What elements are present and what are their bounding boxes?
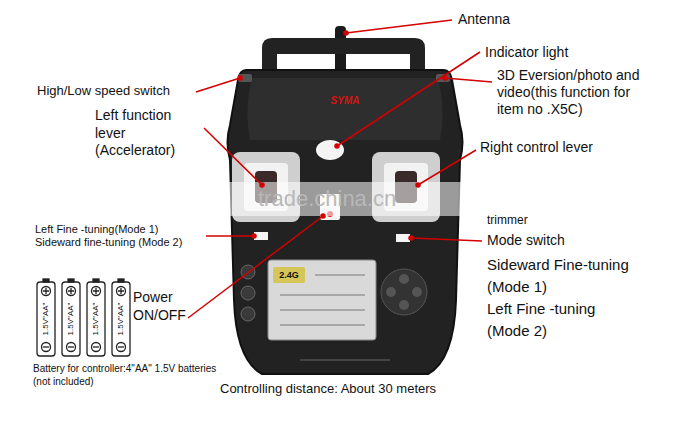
part-label: High/Low speed switch: [37, 83, 170, 99]
part-label: Antenna: [458, 11, 510, 28]
part-label: Indicator light: [485, 44, 568, 61]
battery-tip: [43, 279, 49, 282]
leader-line: [196, 78, 240, 92]
part-label: Right control lever: [480, 139, 593, 156]
battery-text: 1.5V"AA": [41, 303, 51, 336]
leader-line: [411, 238, 482, 241]
leader-dot: [409, 236, 413, 240]
lcd-screen: [268, 260, 376, 340]
battery-tip: [118, 279, 124, 282]
part-label: Power ON/OFF: [133, 288, 191, 324]
battery-tip: [93, 279, 99, 282]
battery: [62, 282, 80, 356]
battery-text: 1.5V"AA": [91, 303, 101, 336]
housing: [228, 70, 463, 374]
leader-line: [346, 20, 452, 33]
indicator-light: [316, 140, 344, 160]
part-label: Sideward fine-tuning (Mode 2): [35, 236, 182, 249]
leader-dot: [252, 234, 256, 238]
watermark: trade.china.cn: [258, 186, 396, 212]
leader-dot: [335, 144, 339, 148]
part-label: 3D Eversion/photo and video(this functio…: [497, 67, 647, 118]
battery: [112, 282, 130, 356]
leader-line: [188, 216, 323, 318]
pad-button: [386, 287, 396, 297]
side-button: [241, 307, 255, 321]
lcd-marks: [280, 275, 365, 325]
batteries: [37, 279, 130, 356]
leader-dot: [416, 183, 420, 187]
leader-line: [206, 235, 254, 237]
part-label: trimmer: [487, 213, 528, 227]
leader-dot: [321, 214, 325, 218]
right-trim: [396, 234, 410, 242]
watermark-band: [0, 182, 700, 216]
pad-button: [399, 300, 409, 310]
leader-dot: [238, 76, 242, 80]
part-label: Mode switch: [487, 232, 565, 249]
leader-line: [445, 78, 492, 82]
part-label: Left function lever (Accelerator): [95, 107, 199, 160]
leader-lines: [188, 20, 492, 318]
part-label: Left Fine -tuning (Mode 2): [487, 298, 637, 342]
part-label: Left Fine -tuning(Mode 1): [35, 223, 159, 236]
top-panel: [247, 78, 442, 140]
brand-logo: SYMA: [331, 95, 360, 107]
battery-text: 1.5V"AA": [116, 303, 126, 336]
pad-button: [399, 274, 409, 284]
band-badge: [273, 267, 305, 283]
leader-line: [204, 128, 262, 185]
part-label: Sideward Fine-tuning (Mode 1): [487, 254, 649, 298]
leader-dot: [344, 31, 348, 35]
band-mark: 2.4G: [279, 270, 299, 281]
battery-tip: [68, 279, 74, 282]
plus-symbols: [42, 287, 126, 296]
pad-button: [412, 287, 422, 297]
leader-dot: [443, 76, 447, 80]
note: Controlling distance: About 30 meters: [220, 381, 436, 397]
battery-text: 1.5V"AA": [66, 303, 76, 336]
side-button: [241, 286, 255, 300]
d-pad: [381, 269, 427, 315]
leader-line: [418, 150, 476, 185]
note: Battery for controller:4"AA" 1.5V batter…: [33, 362, 223, 388]
grip-line: [300, 359, 390, 361]
minus-symbols: [42, 343, 126, 352]
battery: [87, 282, 105, 356]
battery: [37, 282, 55, 356]
speed-switch: [238, 74, 252, 82]
